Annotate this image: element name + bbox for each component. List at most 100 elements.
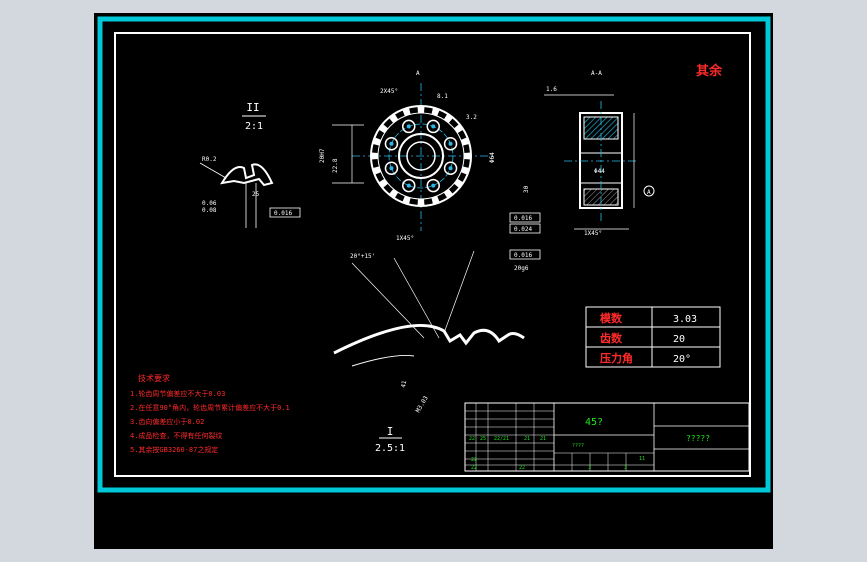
section-view-aa: A-A Φ44 1.6 30 A 0.016 0.024 0.016 20g6 …	[509, 70, 655, 272]
tb-cell-7: 11	[639, 456, 645, 462]
gear-tooth	[372, 166, 382, 175]
dim-2x45: 2X45°	[380, 88, 398, 95]
dim-41: 41	[400, 380, 408, 389]
param-label-module: 模数	[600, 311, 623, 325]
gear-hole-center	[389, 166, 394, 171]
gear-tooth	[460, 166, 470, 175]
tb-cell-3: 22/21	[494, 436, 509, 442]
tb-cell-8: 22	[471, 457, 477, 463]
gear-hole	[384, 137, 399, 151]
gear-tooth	[371, 152, 379, 160]
tb-cell-5: 21	[540, 436, 546, 442]
dim-0-06: 0.06	[202, 200, 217, 207]
tol-0016-b: 0.016	[514, 252, 532, 259]
gear-tooth	[460, 137, 470, 146]
dim-module: M3.03	[415, 395, 430, 414]
gear-hole-center	[448, 141, 453, 146]
gear-hole-center	[431, 124, 436, 129]
dim-20g6: 20g6	[514, 265, 529, 272]
gear-hole	[443, 137, 458, 151]
tol-0024: 0.024	[514, 226, 532, 233]
view-ii-label: II	[246, 101, 259, 114]
gear-tooth	[453, 178, 464, 189]
tb-cell-2: 25	[480, 436, 486, 442]
dim-30: 30	[523, 185, 530, 193]
gear-tooth	[378, 178, 389, 189]
gear-hole	[402, 119, 416, 134]
gear-tooth	[463, 152, 471, 160]
gear-tooth	[372, 137, 382, 146]
outer-frame	[97, 16, 771, 493]
gear-hole	[443, 161, 458, 175]
gear-hole-center	[406, 124, 411, 129]
gear-tooth	[443, 188, 454, 199]
tech-req-item-5: 5.其余按GB3260-87之规定	[130, 445, 218, 454]
param-value-module: 3.03	[673, 314, 697, 325]
tech-req-item-1: 1.轮齿周节偏差应不大于0.03	[130, 389, 225, 398]
tb-cell-11: 3	[588, 465, 591, 471]
title-name: ?????	[686, 434, 710, 443]
gear-holes	[384, 119, 458, 193]
gear-tooth	[402, 107, 411, 117]
tech-req-item-3: 3.齿向偏差应小于0.02	[130, 417, 204, 426]
tb-cell-9: 22	[471, 465, 477, 471]
dim-top-r: 1.6	[546, 86, 557, 93]
gear-hole	[402, 178, 416, 193]
param-label-teeth: 齿数	[600, 331, 623, 345]
dim-0-08: 0.08	[202, 207, 217, 214]
detail-view-i: 20°+15' 41 M3.03 I 2.5:1	[333, 250, 525, 454]
view-i-scale: 2.5:1	[375, 443, 405, 454]
dim-chamfer-front: 1X45°	[396, 235, 414, 242]
param-value-angle: 20°	[673, 354, 691, 365]
tb-cell-12: 3	[624, 465, 627, 471]
dim-phi64: Φ64	[489, 152, 496, 163]
param-label-angle: 压力角	[600, 351, 633, 365]
dim-22-8: 22.8	[332, 158, 339, 173]
view-ii-scale: 2:1	[245, 121, 263, 132]
dim-tol-ii: 0.016	[274, 210, 292, 217]
dim-tooth-angle: 20°+15'	[350, 253, 375, 260]
gear-tooth	[417, 198, 425, 206]
gear-hole-center	[431, 183, 436, 188]
gear-tooth	[453, 123, 464, 134]
corner-note: 其余	[696, 63, 723, 79]
title-material: 45?	[585, 417, 603, 428]
gear-hole-center	[448, 166, 453, 171]
tb-cell-10: 22	[519, 465, 525, 471]
dim-r02: R0.2	[202, 156, 217, 163]
front-view-gear: 2X45° A 8.1 3.2 20H7 22.8 1X45° Φ64	[319, 70, 496, 242]
gear-hole-center	[406, 183, 411, 188]
tech-req-item-2: 2.在任意90°角内，轮齿周节累计偏差应不大于0.1	[130, 403, 290, 412]
tech-req-item-4: 4.成品检查，不得有任何裂纹	[130, 431, 222, 440]
gear-tooth	[388, 188, 399, 199]
param-table: 模数 3.03 齿数 20 压力角 20°	[585, 306, 721, 368]
dim-8-1: 8.1	[437, 93, 448, 100]
gear-tooth	[431, 195, 440, 205]
gear-hole	[384, 161, 399, 175]
tb-cell-4: 21	[524, 436, 530, 442]
param-value-teeth: 20	[673, 334, 685, 345]
title-block: 45? ????? 22 25 22/21 21 21 ???? 11 22 2…	[464, 402, 750, 472]
gear-tooth	[417, 106, 425, 114]
title-block-grid	[465, 403, 654, 471]
tb-cell-6: ????	[572, 443, 584, 449]
gear-teeth	[371, 106, 471, 206]
gear-tooth	[402, 195, 411, 205]
detail-view-ii: II 2:1 R0.2 0.06 0.08 0.016 25	[199, 101, 301, 228]
dim-20h7: 20H7	[319, 148, 326, 163]
gear-tooth	[378, 123, 389, 134]
dim-chamfer-sec: 1X45°	[584, 230, 602, 237]
inner-border	[114, 32, 751, 477]
gear-tooth	[431, 107, 440, 117]
tol-0016: 0.016	[514, 215, 532, 222]
gear-tooth	[443, 113, 454, 124]
cad-drawing-canvas: 其余 II 2:1 R0.2 0.06 0.08 0.016 25 2X45° …	[94, 13, 773, 549]
view-i-label: I	[387, 425, 394, 438]
dim-25: 25	[252, 191, 260, 198]
gear-tooth	[388, 113, 399, 124]
mark-a: A	[416, 70, 420, 77]
tech-requirements: 技术要求 1.轮齿周节偏差应不大于0.03 2.在任意90°角内，轮齿周节累计偏…	[130, 373, 290, 454]
tech-req-title: 技术要求	[138, 373, 170, 383]
datum-a: A	[647, 189, 651, 196]
gear-hole	[426, 178, 440, 193]
